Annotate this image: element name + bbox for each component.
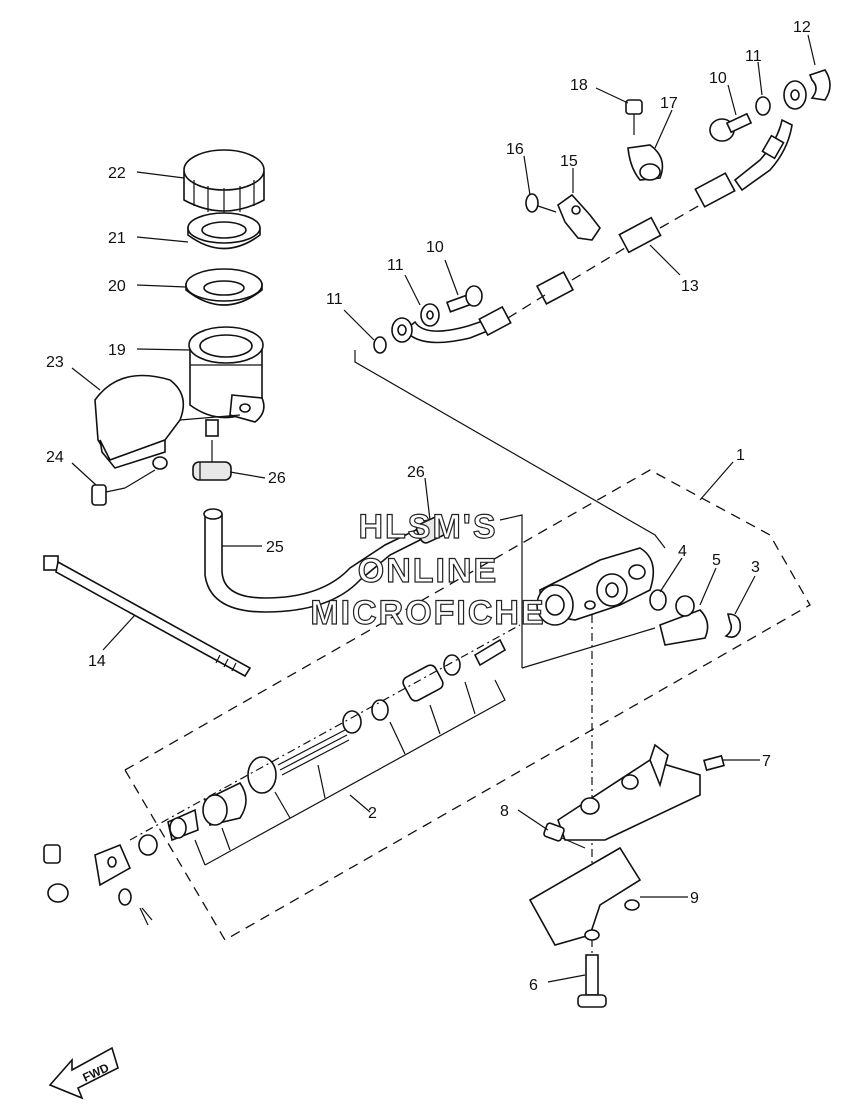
cable-tie [43, 555, 252, 678]
hose-guide [557, 193, 601, 241]
cover-screw [91, 469, 156, 506]
callout-10-upper: 10 [709, 70, 727, 87]
callout-26-upper: 26 [268, 470, 286, 487]
callout-6: 6 [529, 977, 538, 994]
callout-23: 23 [46, 354, 64, 371]
reservoir-cover [94, 374, 241, 470]
footrest-bracket [557, 743, 725, 841]
clevis [43, 834, 158, 926]
callout-24: 24 [46, 449, 64, 466]
piston-kit [129, 624, 521, 842]
reservoir-tank [188, 326, 265, 437]
diaphragm-plate [187, 212, 261, 250]
brake-hose [391, 80, 807, 344]
callout-18: 18 [570, 77, 588, 94]
callout-5: 5 [712, 552, 721, 569]
callout-10-lower: 10 [426, 239, 444, 256]
union-bolt-lower [445, 285, 483, 313]
forward-direction-arrow: FWD [48, 1046, 119, 1100]
circlip [724, 613, 742, 638]
callout-17: 17 [660, 95, 678, 112]
callout-25: 25 [266, 539, 284, 556]
union-bolt-upper [709, 112, 753, 142]
piston-kit-bracket [204, 679, 506, 866]
holder-bolt [625, 99, 643, 135]
copper-washer-c [755, 96, 771, 116]
watermark-line-2: ONLINE [358, 552, 498, 590]
guide-screw [525, 193, 557, 213]
callout-11-c: 11 [745, 48, 762, 65]
hose-clip-lower [415, 516, 447, 544]
callout-13: 13 [681, 278, 699, 295]
o-ring [649, 589, 667, 611]
guard-screw [577, 954, 607, 1008]
reservoir-hose [203, 508, 421, 613]
callout-16: 16 [506, 141, 524, 158]
callout-26-lower: 26 [407, 464, 425, 481]
callout-11-b: 11 [387, 257, 404, 274]
callout-12: 12 [793, 19, 811, 36]
callout-20: 20 [108, 278, 126, 295]
heel-guard [528, 846, 642, 946]
hose-holder [627, 144, 664, 181]
callout-8: 8 [500, 803, 509, 820]
callout-3: 3 [751, 559, 760, 576]
callout-11-a: 11 [326, 291, 343, 308]
hose-end-clip [808, 69, 831, 101]
callout-1: 1 [736, 447, 745, 464]
reservoir-cap [183, 149, 265, 214]
callout-14: 14 [88, 653, 106, 670]
callout-21: 21 [108, 230, 126, 247]
callout-2: 2 [368, 805, 377, 822]
callout-15: 15 [560, 153, 578, 170]
callout-7: 7 [762, 753, 771, 770]
callout-22: 22 [108, 165, 126, 182]
copper-washer-a [373, 336, 387, 354]
callout-9: 9 [690, 890, 699, 907]
callout-19: 19 [108, 342, 126, 359]
hose-clip-upper [192, 440, 232, 481]
hose-joint [659, 609, 709, 646]
master-cylinder-body [536, 547, 655, 626]
watermark-line-3: MICROFICHE [310, 594, 545, 632]
watermark-line-1: HLSM'S [358, 508, 497, 546]
reservoir-diaphragm [185, 268, 263, 306]
callout-4: 4 [678, 543, 687, 560]
